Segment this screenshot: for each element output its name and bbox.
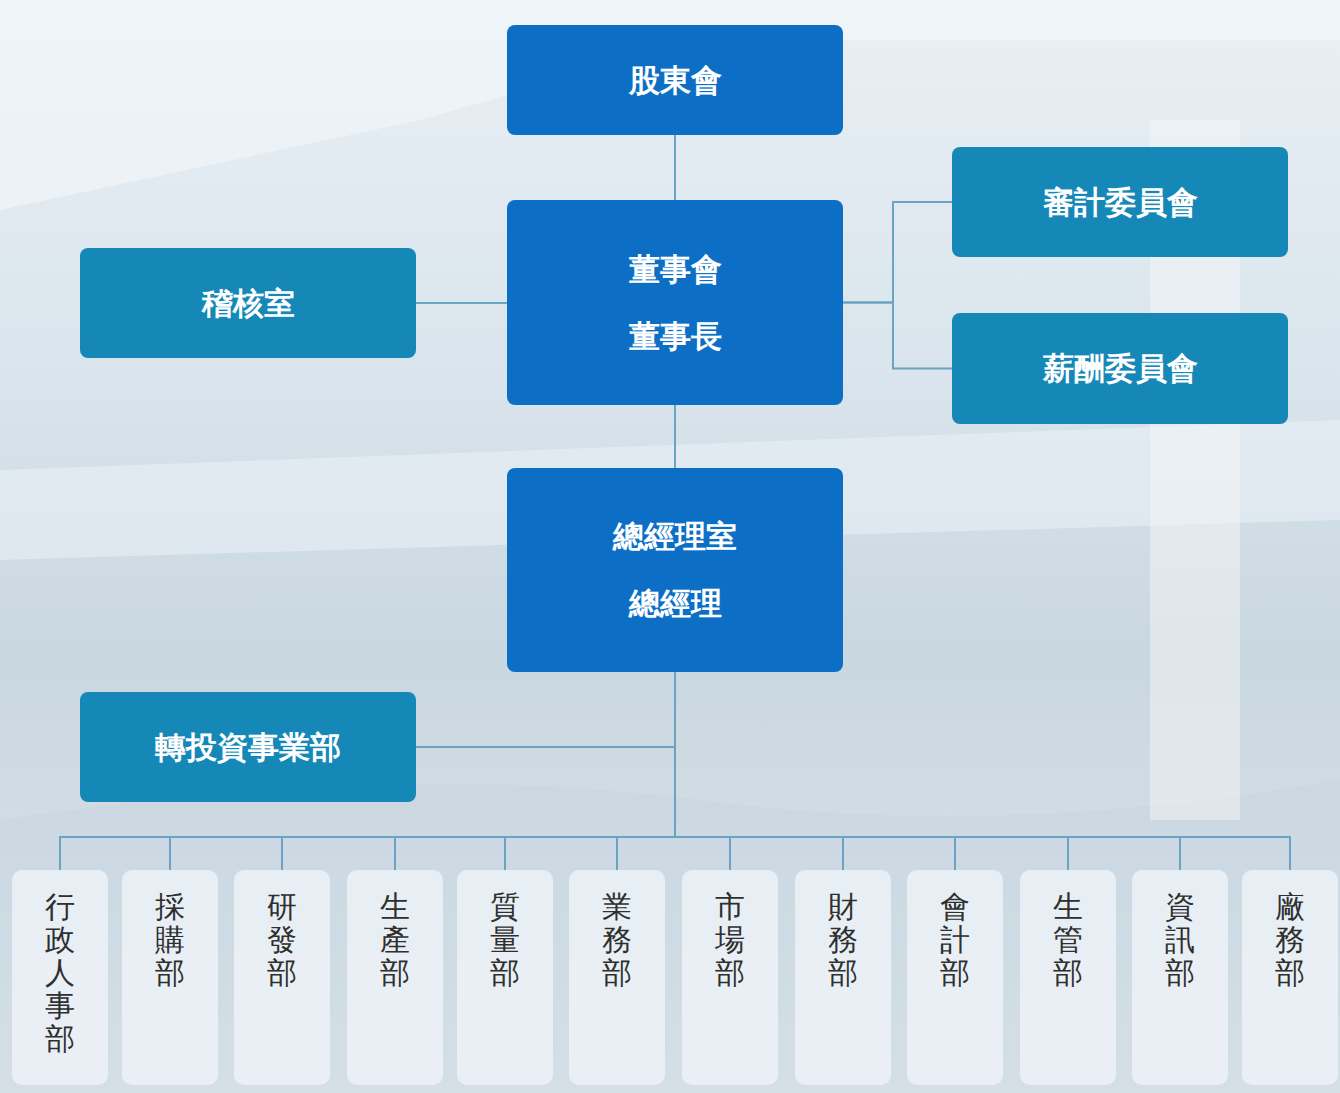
org-connector [675, 672, 1068, 870]
department-box: 生產部 [347, 870, 443, 1085]
org-connector [675, 672, 843, 870]
department-box: 業務部 [569, 870, 665, 1085]
investment-box: 轉投資事業部 [80, 692, 416, 802]
department-box: 質量部 [457, 870, 553, 1085]
org-connector [60, 672, 675, 870]
department-box: 研發部 [234, 870, 330, 1085]
department-name: 廠務部 [1275, 890, 1305, 989]
department-name: 生產部 [380, 890, 410, 989]
department-name: 業務部 [602, 890, 632, 989]
department-name: 採購部 [155, 890, 185, 989]
department-name: 研發部 [267, 890, 297, 989]
department-name: 市場部 [715, 890, 745, 989]
department-box: 財務部 [795, 870, 891, 1085]
box-label: 稽核室 [202, 284, 295, 323]
department-name: 資訊部 [1165, 890, 1195, 989]
box-label: 總經理 [629, 584, 722, 623]
org-connector [395, 672, 675, 870]
department-name: 行政人事部 [45, 890, 75, 1055]
shareholders-box: 股東會 [507, 25, 843, 135]
department-box: 採購部 [122, 870, 218, 1085]
board-box: 董事會董事長 [507, 200, 843, 405]
org-connector [675, 672, 1290, 870]
box-label: 審計委員會 [1043, 183, 1198, 222]
org-connector [617, 672, 675, 870]
committee-box: 審計委員會 [952, 147, 1288, 257]
org-connector [675, 672, 730, 870]
department-name: 生管部 [1053, 890, 1083, 989]
audit-office-box: 稽核室 [80, 248, 416, 358]
org-connector [416, 302, 507, 304]
org-connector [843, 202, 952, 303]
department-box: 廠務部 [1242, 870, 1338, 1085]
department-box: 行政人事部 [12, 870, 108, 1085]
department-box: 會計部 [907, 870, 1003, 1085]
org-connector [674, 405, 676, 468]
org-connector [416, 672, 675, 747]
box-label: 董事長 [629, 317, 722, 356]
box-label: 薪酬委員會 [1043, 349, 1198, 388]
box-label: 總經理室 [613, 517, 737, 556]
department-box: 資訊部 [1132, 870, 1228, 1085]
department-box: 生管部 [1020, 870, 1116, 1085]
department-name: 會計部 [940, 890, 970, 989]
org-connector [675, 672, 955, 870]
water-shape [0, 780, 1340, 1093]
department-name: 財務部 [828, 890, 858, 989]
org-connector [675, 672, 1180, 870]
box-label: 轉投資事業部 [155, 728, 341, 767]
president-box: 總經理室總經理 [507, 468, 843, 672]
committee-box: 薪酬委員會 [952, 313, 1288, 424]
department-name: 質量部 [490, 890, 520, 989]
org-connector [505, 672, 675, 870]
org-connector [674, 135, 676, 200]
box-label: 董事會 [629, 250, 722, 289]
org-connector [843, 303, 952, 369]
box-label: 股東會 [629, 61, 722, 100]
department-box: 市場部 [682, 870, 778, 1085]
